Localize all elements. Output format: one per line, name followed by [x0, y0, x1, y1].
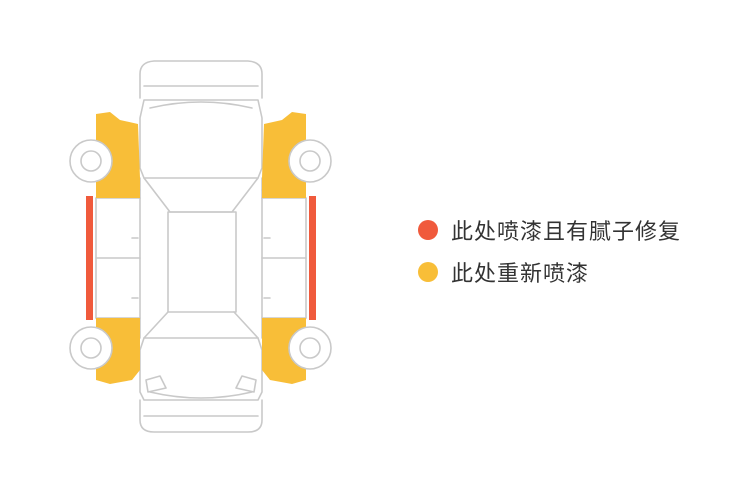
hood [139, 99, 263, 179]
trunk-crease [149, 391, 253, 399]
right-taillight [235, 375, 257, 393]
legend-label-repair: 此处喷漆且有腻子修复 [451, 220, 682, 245]
right-sill-panel [309, 196, 316, 320]
hood-crease [149, 101, 253, 109]
right-door-seams [261, 197, 307, 319]
rear-bumper [139, 399, 263, 433]
legend-item-repaint: 此处重新喷漆 [418, 254, 681, 290]
legend-item-repair: 此处喷漆且有腻子修复 [418, 212, 681, 248]
legend-label-repaint: 此处重新喷漆 [451, 262, 590, 287]
rear-right-wheel [288, 326, 332, 370]
front-left-wheel [69, 139, 113, 183]
left-door-handles [131, 237, 139, 299]
trunk [139, 337, 263, 401]
left-taillight [145, 375, 167, 393]
rear-left-wheel [69, 326, 113, 370]
roof [167, 211, 237, 313]
left-sill-panel [86, 196, 93, 320]
front-left-fender-panel [96, 112, 140, 198]
painted-panels [86, 112, 316, 384]
legend-dot-repaint [418, 262, 438, 282]
legend: 此处喷漆且有腻子修复 此处重新喷漆 [418, 212, 681, 296]
wheels [69, 139, 332, 370]
rear-window [143, 311, 259, 339]
right-door-handles [263, 237, 271, 299]
windshield [143, 177, 259, 213]
left-door-seams [95, 197, 141, 319]
front-bumper [139, 60, 263, 99]
legend-dot-repair [418, 220, 438, 240]
front-right-wheel [288, 139, 332, 183]
